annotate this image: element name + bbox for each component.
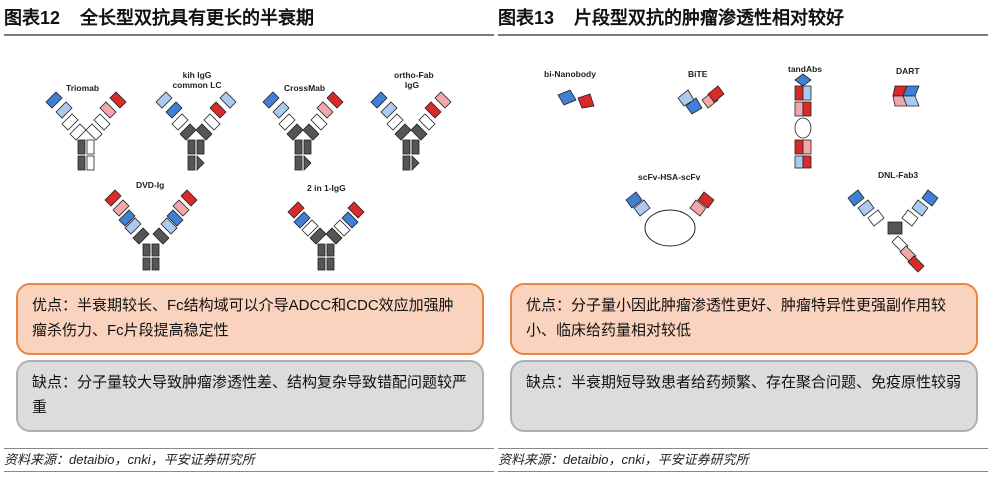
full-length-antibody-illustrations bbox=[45, 91, 452, 271]
label-dart: DART bbox=[896, 66, 920, 76]
kih-igg-antibody bbox=[155, 91, 237, 171]
left-disadvantages-box: 缺点：分子量较大导致肿瘤渗透性差、结构复杂导致错配问题较严重 bbox=[16, 360, 484, 432]
scfv-hsa-scfv bbox=[625, 191, 715, 247]
right-advantages-box: 优点：分子量小因此肿瘤渗透性更好、肿瘤特异性更强副作用较小、临床给药量相对较低 bbox=[510, 283, 978, 355]
crossmab-antibody bbox=[262, 91, 344, 171]
right-source-note: 资料来源：detaibio，cnki，平安证券研究所 bbox=[498, 448, 988, 472]
label-tandabs: tandAbs bbox=[788, 64, 822, 74]
label-bite: BiTE bbox=[688, 69, 708, 79]
ortho-fab-igg-antibody bbox=[370, 91, 452, 171]
label-dnl-fab3: DNL-Fab3 bbox=[878, 170, 919, 180]
label-crossmab: CrossMab bbox=[284, 83, 326, 93]
label-ortho-fab-line1: ortho-Fab bbox=[394, 70, 434, 80]
left-figure-title-text: 全长型双抗具有更长的半衰期 bbox=[80, 8, 315, 28]
label-ortho-fab: ortho-Fab IgG bbox=[394, 70, 434, 90]
label-triomab: Triomab bbox=[66, 83, 100, 93]
left-panel: 图表12 全长型双抗具有更长的半衰期 bbox=[4, 0, 494, 478]
left-source-note: 资料来源：detaibio，cnki，平安证券研究所 bbox=[4, 448, 494, 472]
label-kih-line2: common LC bbox=[172, 80, 222, 90]
triomab-antibody bbox=[45, 91, 127, 171]
label-dvd-ig: DVD-Ig bbox=[136, 180, 165, 190]
label-scfv-hsa-scfv: scFv-HSA-scFv bbox=[638, 172, 701, 182]
label-kih-line1: kih IgG bbox=[182, 70, 212, 80]
dvd-ig-antibody bbox=[104, 189, 198, 271]
left-figure-title: 图表12 全长型双抗具有更长的半衰期 bbox=[4, 2, 494, 36]
right-figure-number: 图表13 bbox=[498, 8, 555, 28]
left-advantages-box: 优点：半衰期较长、Fc结构域可以介导ADCC和CDC效应加强肿瘤杀伤力、Fc片段… bbox=[16, 283, 484, 355]
full-length-bispecific-diagram: Triomab kih IgG common LC CrossMab ortho… bbox=[4, 50, 494, 280]
dnl-fab3 bbox=[847, 189, 939, 273]
right-figure-title: 图表13 片段型双抗的肿瘤渗透性相对较好 bbox=[498, 2, 988, 36]
left-figure-number: 图表12 bbox=[4, 8, 61, 28]
label-2-in-1-igg: 2 in 1-IgG bbox=[307, 183, 346, 193]
right-panel: 图表13 片段型双抗的肿瘤渗透性相对较好 bbox=[498, 0, 988, 478]
bite bbox=[677, 85, 725, 115]
fragment-antibody-illustrations bbox=[557, 73, 939, 273]
tandabs bbox=[794, 73, 812, 169]
right-figure-title-text: 片段型双抗的肿瘤渗透性相对较好 bbox=[574, 8, 845, 28]
fragment-bispecific-diagram: bi-Nanobody BiTE tandAbs DART scFv-HSA-s… bbox=[498, 50, 988, 280]
label-bi-nanobody: bi-Nanobody bbox=[544, 69, 596, 79]
dart bbox=[892, 85, 920, 107]
two-in-one-igg-antibody bbox=[287, 201, 365, 271]
label-kih-igg: kih IgG common LC bbox=[172, 70, 222, 90]
right-disadvantages-box: 缺点：半衰期短导致患者给药频繁、存在聚合问题、免疫原性较弱 bbox=[510, 360, 978, 432]
label-ortho-fab-line2: IgG bbox=[404, 80, 420, 90]
bi-nanobody bbox=[557, 89, 595, 109]
